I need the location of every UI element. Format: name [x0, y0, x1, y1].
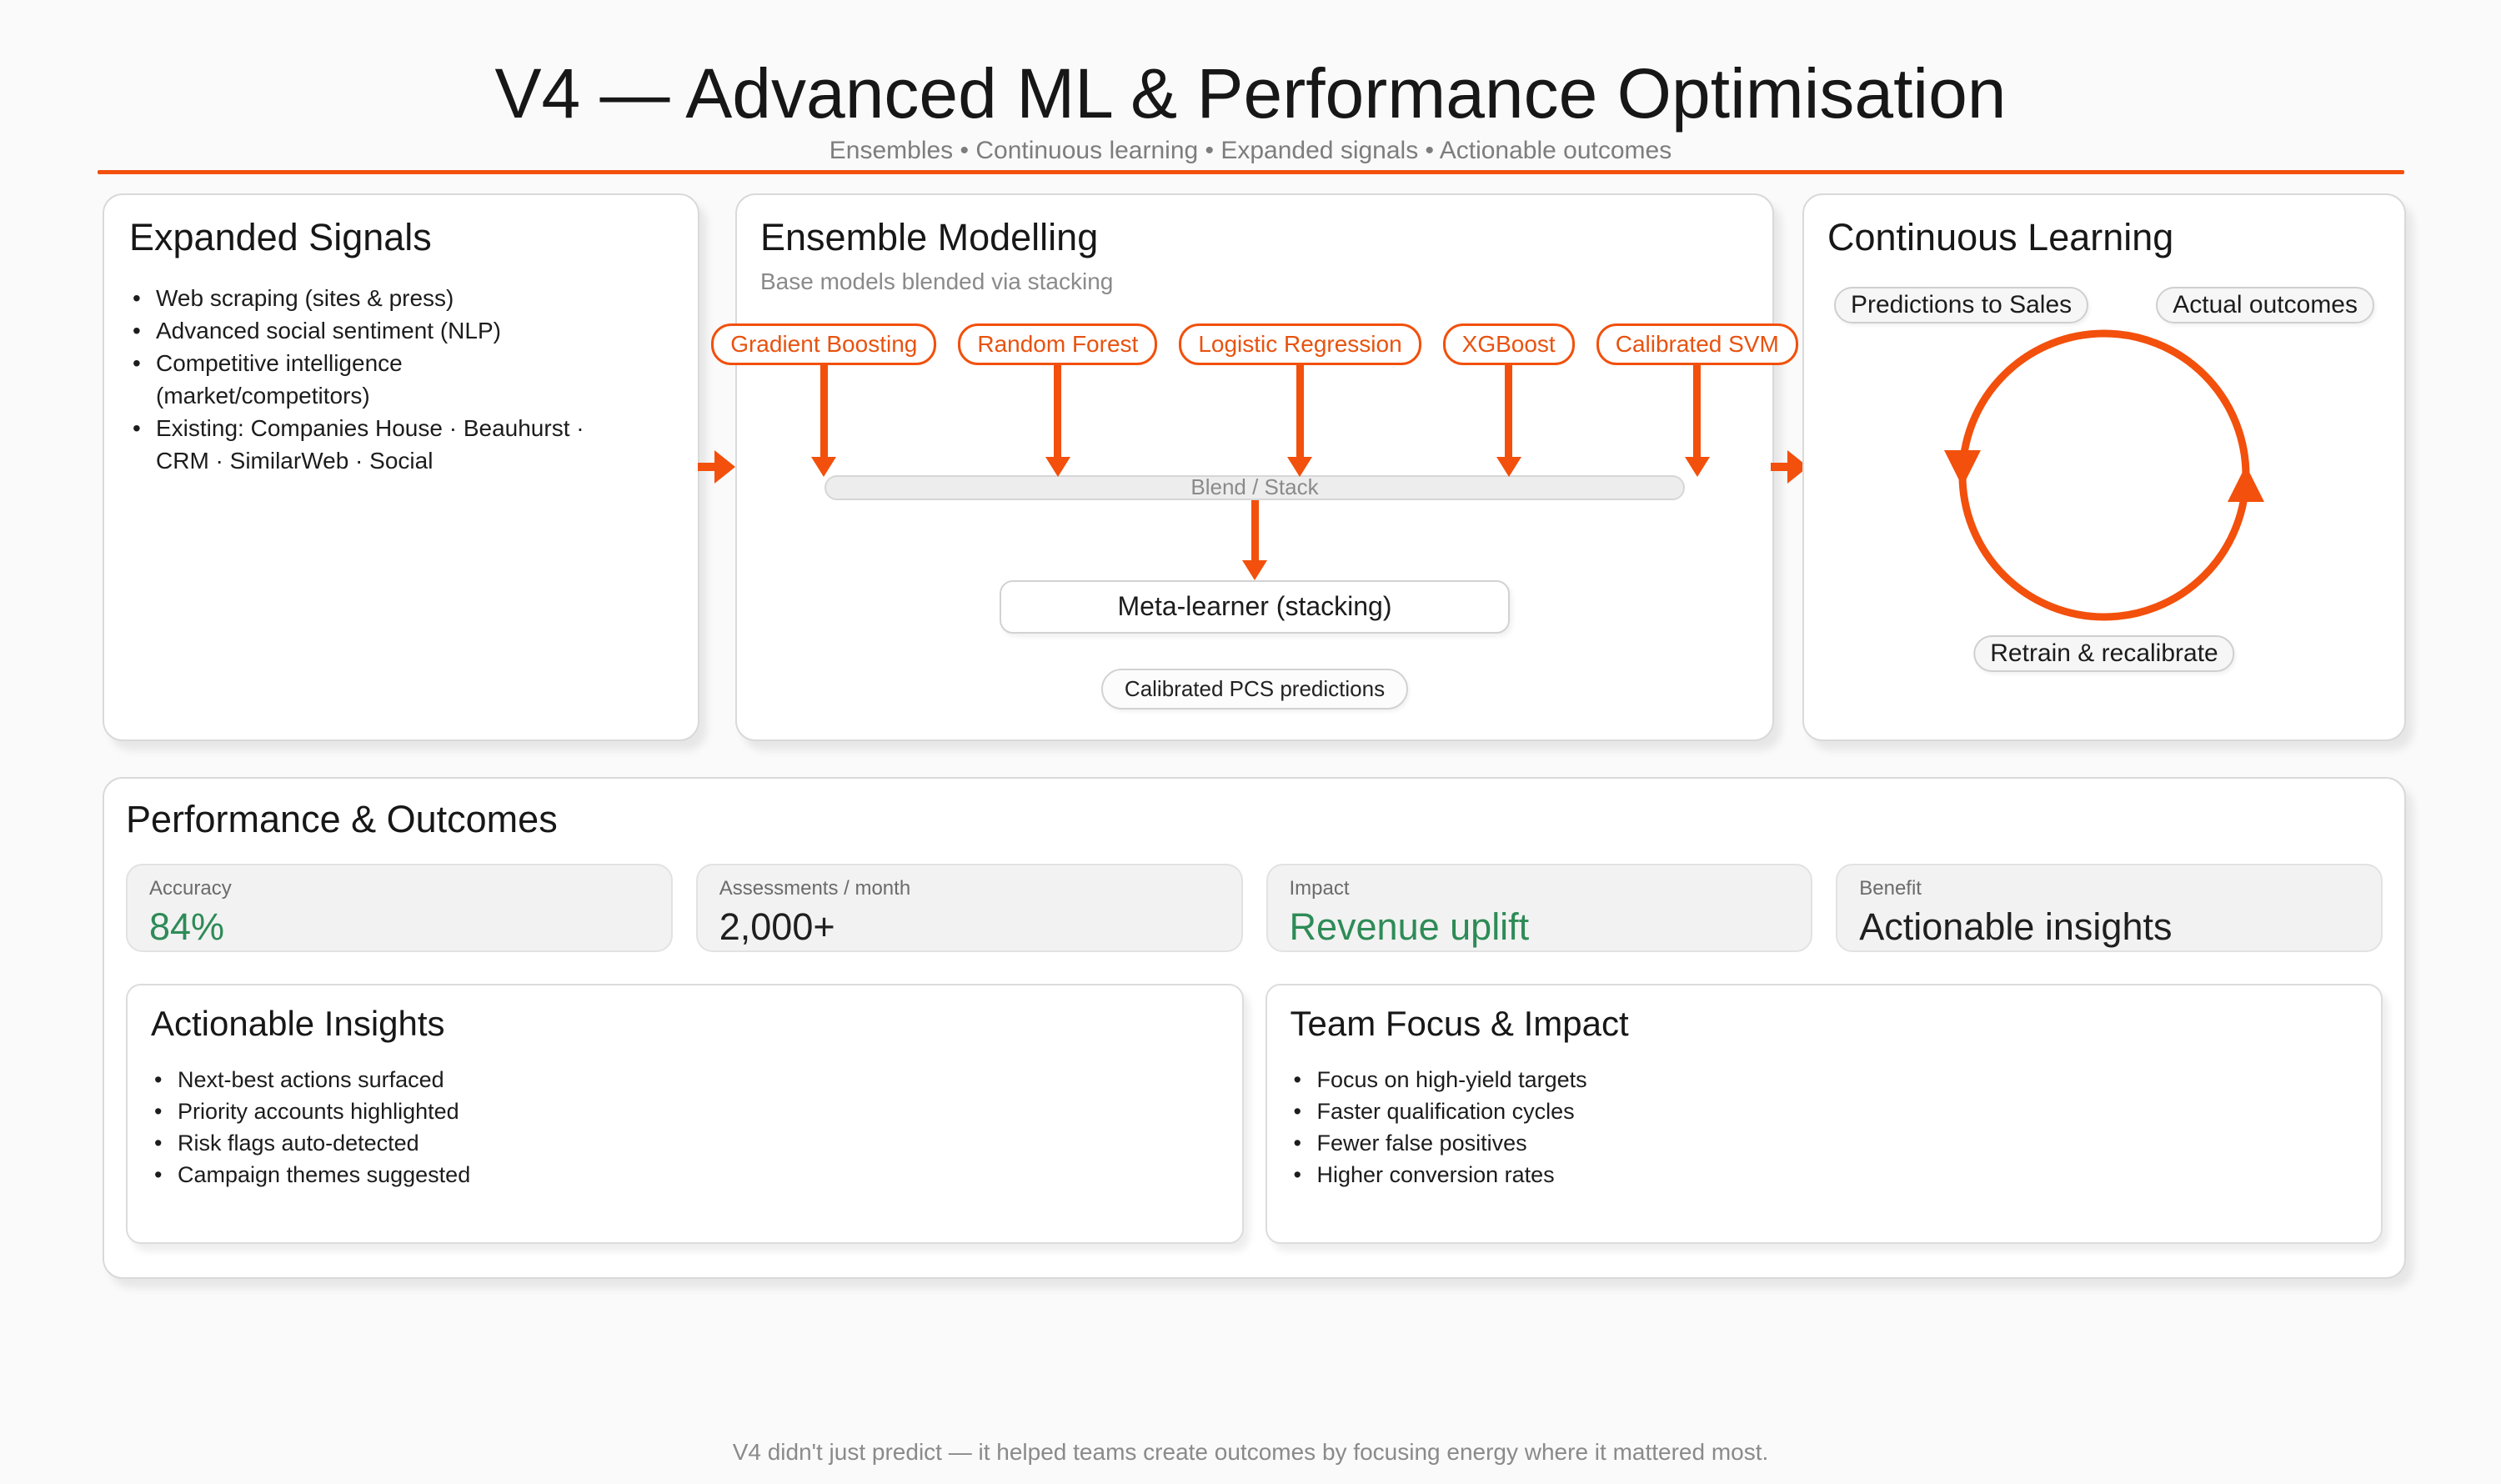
actionable-insights-title: Actionable Insights	[151, 1003, 445, 1043]
base-models-row: Gradient Boosting Random Forest Logistic…	[711, 323, 1798, 477]
meta-learner-box: Meta-learner (stacking)	[1000, 579, 1510, 634]
continuous-learning-title: Continuous Learning	[1827, 216, 2174, 258]
page-title: V4 — Advanced ML & Performance Optimisat…	[494, 54, 2007, 133]
footer-caption: V4 didn't just predict — it helped teams…	[732, 1439, 1769, 1465]
stat-value: 2,000+	[719, 905, 835, 948]
actionable-insights-panel: Actionable Insights Next-best actions su…	[126, 983, 1244, 1244]
stat-value: Revenue uplift	[1289, 905, 1530, 948]
stat-card-impact: Impact Revenue uplift	[1266, 863, 1813, 952]
continuous-learning-panel: Continuous Learning Predictions to Sales…	[1802, 193, 2406, 741]
retrain-pill: Retrain & recalibrate	[1973, 635, 2235, 672]
model-chip: Calibrated SVM	[1596, 323, 1798, 365]
down-arrowhead-icon	[1496, 456, 1521, 477]
performance-title: Performance & Outcomes	[126, 798, 558, 840]
cycle-endpoints-row: Predictions to Sales Actual outcomes	[1827, 286, 2381, 323]
down-arrow-icon	[1296, 364, 1304, 457]
down-arrow-icon	[1505, 364, 1513, 457]
model-column: Calibrated SVM	[1596, 323, 1798, 477]
meta-learner-label: Meta-learner (stacking)	[1117, 591, 1392, 621]
stats-row: Accuracy 84% Assessments / month 2,000+ …	[126, 863, 2383, 952]
list-item: Faster qualification cycles	[1291, 1095, 2358, 1127]
down-arrowhead-icon	[1684, 456, 1710, 477]
team-focus-title: Team Focus & Impact	[1290, 1003, 1629, 1043]
accent-divider	[97, 170, 2404, 175]
down-arrowhead-icon	[1045, 456, 1070, 477]
model-chip: Random Forest	[958, 323, 1158, 365]
stat-card-accuracy: Accuracy 84%	[126, 863, 673, 952]
model-column: Random Forest	[958, 323, 1158, 477]
list-item: Web scraping (sites & press)	[129, 282, 673, 314]
expanded-signals-panel: Expanded Signals Web scraping (sites & p…	[103, 193, 699, 741]
down-arrow-icon	[760, 499, 1749, 580]
down-arrowhead-icon	[811, 456, 837, 477]
blend-stack-label: Blend / Stack	[1190, 474, 1319, 499]
list-item: Risk flags auto-detected	[151, 1127, 1219, 1159]
page-header: V4 — Advanced ML & Performance Optimisat…	[0, 0, 2501, 175]
stat-value: 84%	[149, 905, 225, 948]
list-item: Focus on high-yield targets	[1291, 1064, 2358, 1095]
down-arrow-icon	[819, 364, 828, 457]
list-item: Advanced social sentiment (NLP)	[129, 314, 673, 347]
ensemble-subtitle: Base models blended via stacking	[760, 268, 1114, 294]
down-arrowhead-icon	[1287, 456, 1313, 477]
stat-label: Impact	[1289, 876, 1350, 900]
list-item: Higher conversion rates	[1291, 1159, 2358, 1191]
stat-value: Actionable insights	[1859, 905, 2173, 948]
list-item: Priority accounts highlighted	[151, 1095, 1219, 1127]
model-chip: Logistic Regression	[1179, 323, 1421, 365]
expanded-signals-title: Expanded Signals	[129, 216, 432, 258]
down-arrow-icon	[1693, 364, 1702, 457]
list-item: Competitive intelligence (market/competi…	[129, 347, 673, 412]
outcomes-pill: Actual outcomes	[2156, 286, 2374, 323]
right-arrow-icon	[698, 450, 735, 484]
performance-outcomes-panel: Performance & Outcomes Accuracy 84% Asse…	[103, 777, 2406, 1279]
list-item: Existing: Companies House · Beauhurst · …	[129, 412, 673, 477]
model-column: XGBoost	[1442, 323, 1575, 477]
ensemble-title: Ensemble Modelling	[760, 216, 1099, 258]
stat-label: Accuracy	[149, 876, 232, 900]
model-chip: XGBoost	[1442, 323, 1575, 365]
team-focus-panel: Team Focus & Impact Focus on high-yield …	[1265, 983, 2383, 1244]
down-arrow-icon	[1054, 364, 1062, 457]
list-item: Fewer false positives	[1291, 1127, 2358, 1159]
cycle-arrow-icon	[1944, 329, 2264, 621]
calibrated-output-label: Calibrated PCS predictions	[1124, 675, 1386, 701]
team-focus-list: Focus on high-yield targets Faster quali…	[1291, 1064, 2358, 1191]
stat-label: Benefit	[1859, 876, 1922, 900]
list-item: Campaign themes suggested	[151, 1159, 1219, 1191]
blend-stack-bar: Blend / Stack	[824, 474, 1685, 500]
actionable-insights-list: Next-best actions surfaced Priority acco…	[151, 1064, 1219, 1191]
right-arrow-icon	[1771, 450, 1808, 484]
model-column: Logistic Regression	[1179, 323, 1421, 477]
page-subtitle: Ensembles • Continuous learning • Expand…	[829, 137, 1672, 165]
stat-card-assessments: Assessments / month 2,000+	[695, 863, 1243, 952]
ensemble-modelling-panel: Ensemble Modelling Base models blended v…	[711, 193, 1798, 741]
calibrated-output-pill: Calibrated PCS predictions	[1100, 668, 1409, 709]
predictions-pill: Predictions to Sales	[1834, 286, 2089, 323]
model-column: Gradient Boosting	[711, 323, 937, 477]
subpanels-row: Actionable Insights Next-best actions su…	[126, 983, 2383, 1244]
stat-card-benefit: Benefit Actionable insights	[1836, 863, 2383, 952]
expanded-signals-list: Web scraping (sites & press) Advanced so…	[129, 282, 673, 477]
list-item: Next-best actions surfaced	[151, 1064, 1219, 1095]
model-chip: Gradient Boosting	[711, 323, 937, 365]
stat-label: Assessments / month	[719, 876, 911, 900]
